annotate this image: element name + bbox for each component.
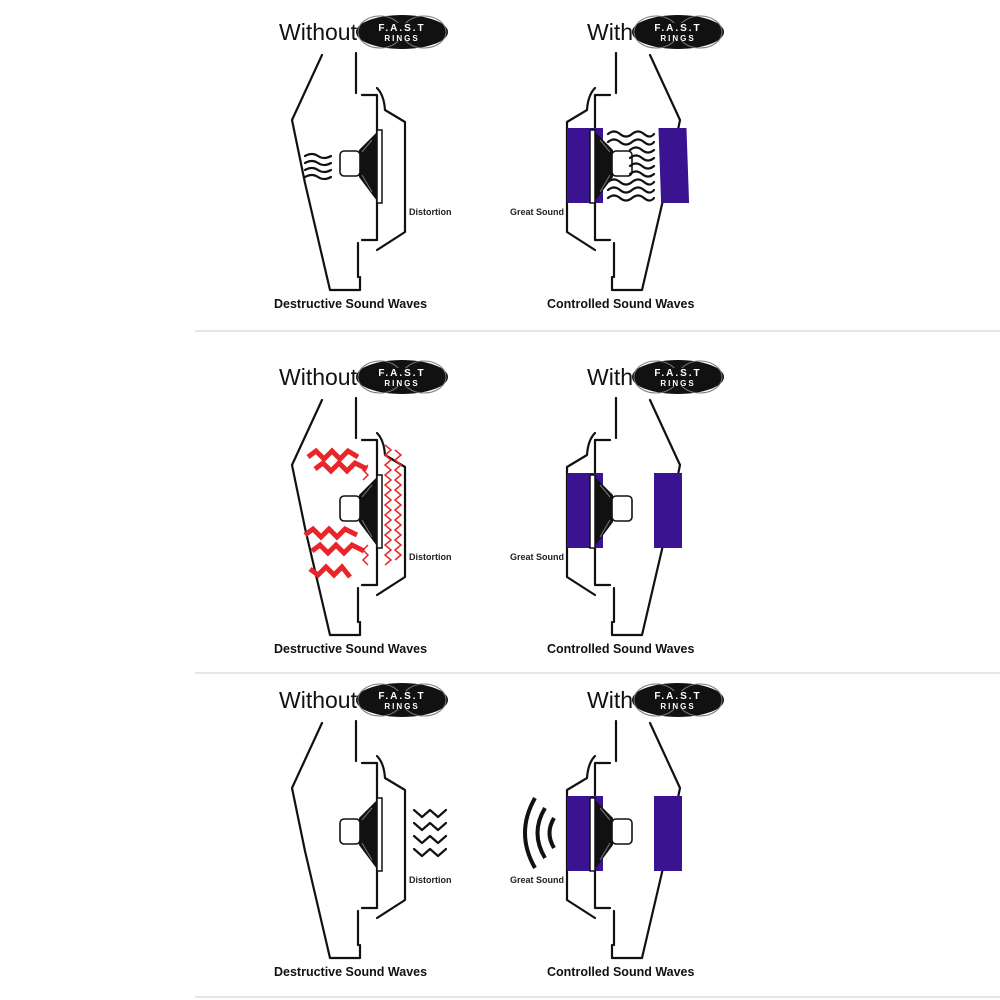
great-sound-label: Great Sound	[510, 875, 564, 885]
svg-text:F.A.S.T: F.A.S.T	[654, 368, 701, 379]
speaker-with-rings	[565, 719, 682, 960]
destructive-caption: Destructive Sound Waves	[274, 965, 427, 979]
with-title: With	[587, 364, 633, 390]
svg-text:F.A.S.T: F.A.S.T	[654, 691, 701, 702]
distortion-waves	[412, 808, 448, 858]
controlled-caption: Controlled Sound Waves	[547, 965, 695, 979]
reflected-waves	[361, 444, 403, 566]
svg-text:F.A.S.T: F.A.S.T	[378, 368, 425, 379]
speaker-without-rings	[290, 719, 407, 960]
svg-text:RINGS: RINGS	[384, 34, 419, 43]
speaker-without-rings	[290, 396, 407, 637]
without-title: Without	[279, 364, 358, 390]
speaker-without-rings	[290, 51, 407, 292]
great-sound-label: Great Sound	[510, 207, 564, 217]
speaker-with-rings	[565, 51, 690, 292]
svg-text:RINGS: RINGS	[384, 379, 419, 388]
distortion-label: Distortion	[409, 207, 452, 217]
controlled-caption: Controlled Sound Waves	[547, 297, 695, 311]
controlled-waves	[606, 130, 656, 202]
controlled-caption: Controlled Sound Waves	[547, 642, 695, 656]
svg-text:RINGS: RINGS	[660, 379, 695, 388]
without-title: Without	[279, 19, 358, 45]
with-title: With	[587, 19, 633, 45]
with-title: With	[587, 687, 633, 713]
svg-text:F.A.S.T: F.A.S.T	[378, 23, 425, 34]
sound-arcs	[523, 797, 556, 869]
destructive-caption: Destructive Sound Waves	[274, 297, 427, 311]
speaker-with-rings	[565, 396, 682, 637]
svg-text:RINGS: RINGS	[660, 34, 695, 43]
distortion-label: Distortion	[409, 875, 452, 885]
heat-arrows	[303, 447, 369, 579]
sound-waves	[303, 152, 333, 181]
great-sound-label: Great Sound	[510, 552, 564, 562]
without-title: Without	[279, 687, 358, 713]
distortion-label: Distortion	[409, 552, 452, 562]
destructive-caption: Destructive Sound Waves	[274, 642, 427, 656]
svg-text:RINGS: RINGS	[384, 702, 419, 711]
svg-text:F.A.S.T: F.A.S.T	[654, 23, 701, 34]
svg-text:F.A.S.T: F.A.S.T	[378, 691, 425, 702]
svg-text:RINGS: RINGS	[660, 702, 695, 711]
